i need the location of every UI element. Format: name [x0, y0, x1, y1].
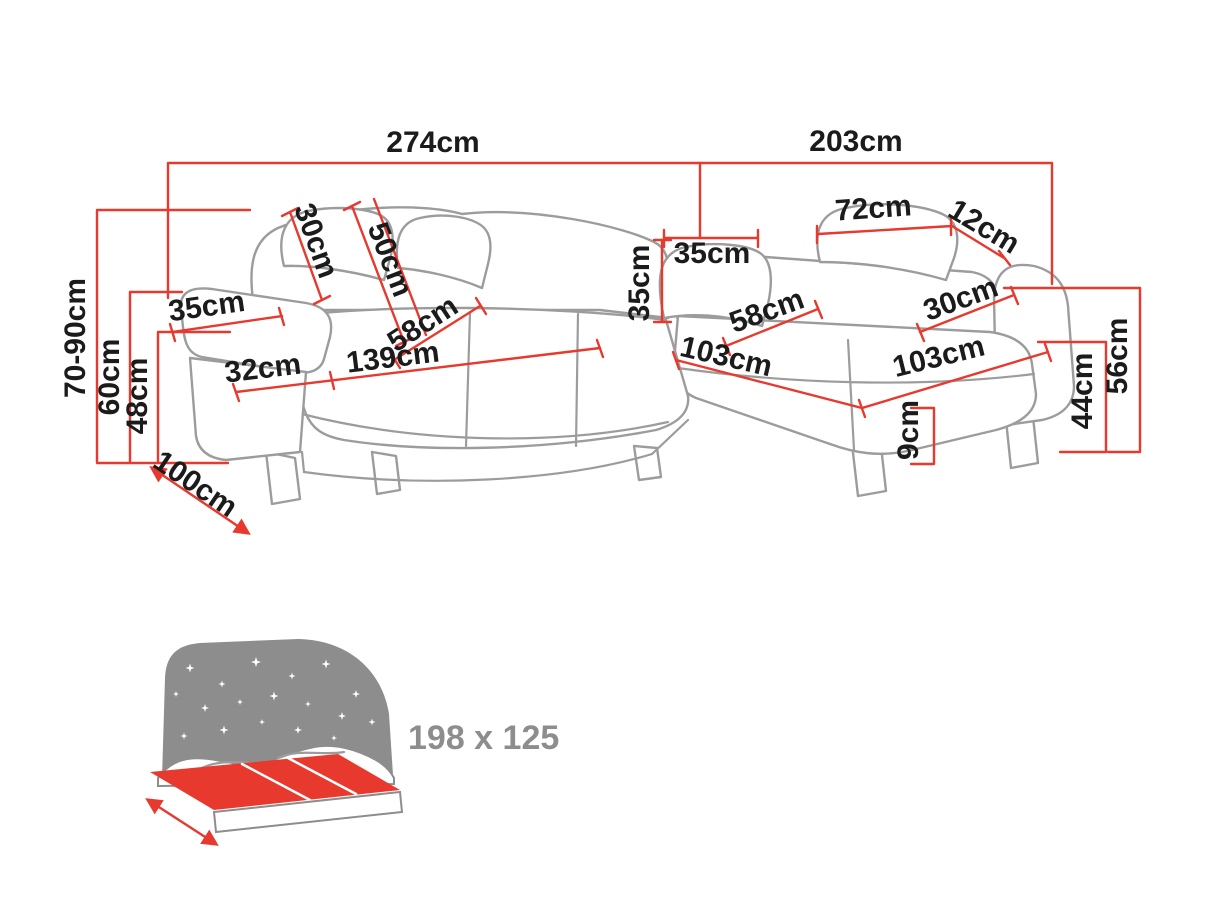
dim-line-100 [149, 466, 251, 535]
sofa-leg [264, 450, 302, 506]
dim-line-44 [1036, 340, 1108, 454]
bed-headboard-shape [162, 639, 393, 778]
chaise-seam [676, 338, 1036, 452]
corner-pillow [658, 242, 773, 328]
corner-sofa-drawing [179, 203, 1076, 506]
sofa-bed-icon: 198 x 125 [145, 639, 559, 846]
label-headrest-72: 72cm [834, 189, 913, 227]
dim-line-58-right [721, 299, 824, 357]
label-height-70-90: 70-90cm [59, 278, 92, 398]
bed-mattress-creases [240, 756, 358, 802]
dim-line-35-pillow-h [662, 228, 760, 249]
label-pillow-35-v: 35cm [623, 245, 656, 322]
dim-line-50 [342, 197, 428, 348]
dimension-lines [95, 161, 1142, 535]
label-width-203: 203cm [809, 125, 902, 158]
left-armrest-pad [179, 287, 333, 374]
left-seat-seams [300, 310, 670, 448]
dim-line-103-103 [671, 342, 1053, 419]
label-height-60: 60cm [93, 339, 126, 416]
left-headrest-2 [395, 214, 492, 290]
label-width-274: 274cm [386, 126, 479, 159]
label-pillow-35-h: 35cm [674, 237, 751, 270]
label-height-56: 56cm [1101, 318, 1134, 395]
sofa-leg [632, 444, 663, 482]
label-height-44: 44cm [1066, 353, 1099, 430]
dim-line-58-left [388, 296, 488, 370]
label-leg-9: 9cm [892, 400, 925, 460]
dim-line-32-139 [231, 338, 605, 403]
dim-line-56 [1002, 286, 1142, 454]
dim-line-12 [950, 224, 1012, 267]
dim-line-30-right [915, 285, 1020, 343]
left-seat [258, 306, 690, 450]
front-skirt [300, 418, 690, 482]
dim-line-9 [909, 406, 936, 466]
dim-line-35-armrest [168, 306, 286, 343]
dim-line-30-left [280, 206, 332, 306]
right-headrest [816, 203, 959, 282]
label-height-48: 48cm [121, 358, 154, 435]
dim-line-203 [698, 161, 1054, 286]
dim-line-35-pillow-v [652, 238, 673, 324]
bed-pullout-arrow [145, 798, 219, 846]
dim-line-60 [128, 290, 184, 465]
sofa-leg [370, 450, 402, 496]
sleeping-area-label: 198 x 125 [408, 719, 559, 757]
dim-line-48 [156, 330, 232, 465]
dim-line-274 [166, 161, 702, 300]
dim-line-70-90 [95, 208, 252, 465]
left-armrest-base [188, 356, 308, 462]
